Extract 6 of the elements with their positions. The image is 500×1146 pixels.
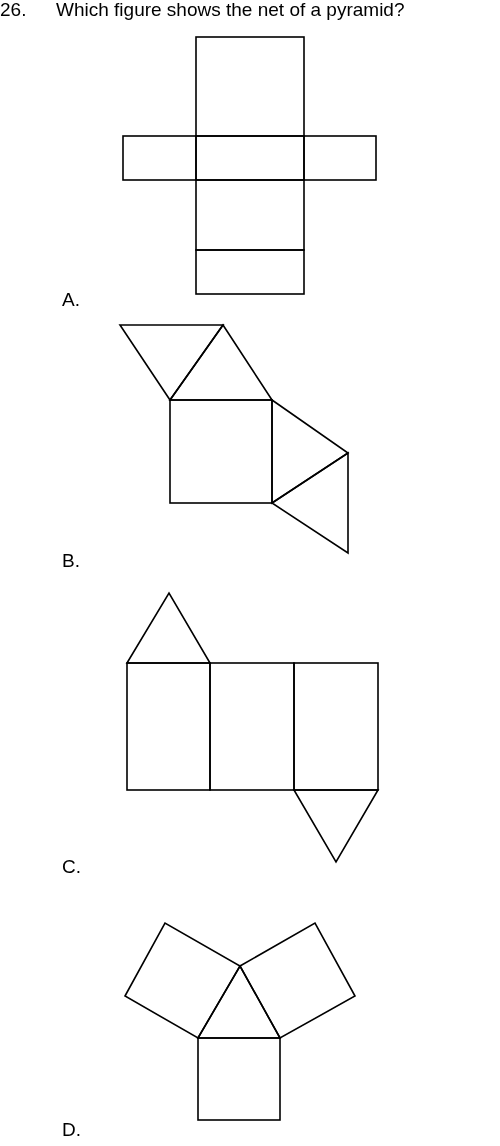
- option-label: D.: [62, 1120, 81, 1139]
- option-label: A.: [62, 290, 80, 309]
- option-label: C.: [62, 857, 81, 876]
- question-number: 26.: [0, 0, 27, 19]
- option-label: B.: [62, 551, 80, 570]
- question-text: Which figure shows the net of a pyramid?: [56, 0, 405, 19]
